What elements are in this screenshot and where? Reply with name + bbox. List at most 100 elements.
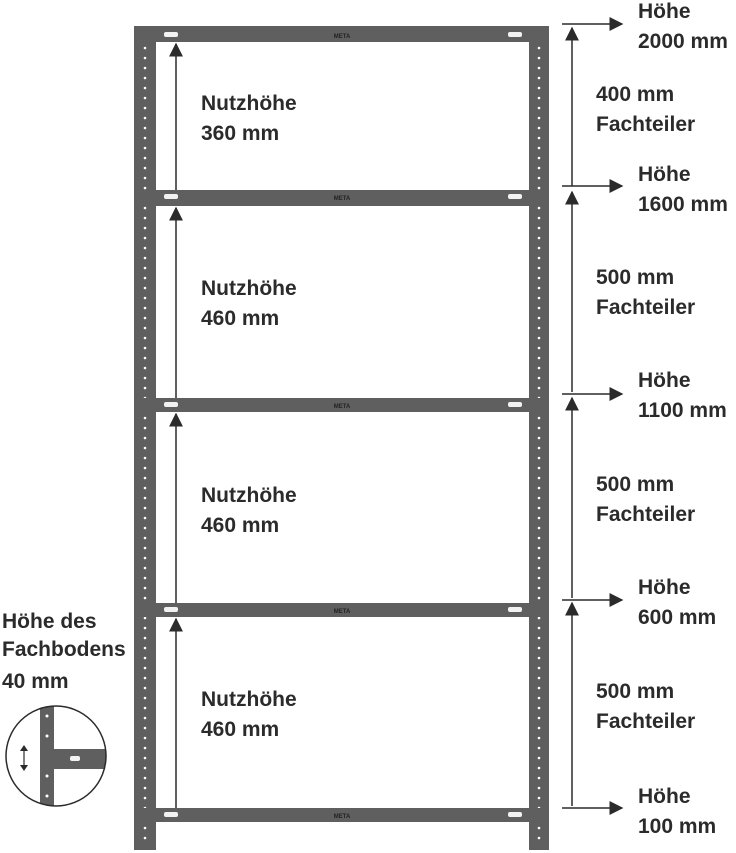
upright-hole <box>143 156 147 160</box>
upright-hole <box>537 216 541 220</box>
detail-label-line-1: Höhe des <box>2 610 97 633</box>
height-value-3: 1100 mm <box>638 399 727 422</box>
upright-hole <box>537 546 541 550</box>
upright-hole <box>537 786 541 790</box>
upright-hole <box>537 376 541 380</box>
upright-hole <box>537 336 541 340</box>
upright-hole <box>537 106 541 110</box>
upright-hole <box>537 636 541 640</box>
upright-hole <box>143 136 147 140</box>
upright-hole <box>143 446 147 450</box>
upright-hole <box>143 686 147 690</box>
upright-hole <box>143 356 147 360</box>
upright-hole <box>143 276 147 280</box>
upright-hole <box>537 76 541 80</box>
usable-height-label-1: Nutzhöhe <box>201 92 297 115</box>
upright-hole <box>537 246 541 250</box>
pitch-value-3: 500 mm <box>596 473 674 496</box>
upright-hole <box>143 546 147 550</box>
upright-hole <box>143 366 147 370</box>
upright-hole <box>143 326 147 330</box>
upright-hole <box>537 126 541 130</box>
pitch-value-2: 500 mm <box>596 266 674 289</box>
upright-hole <box>143 536 147 540</box>
shelf-brand-3: META <box>334 404 351 410</box>
upright-hole <box>537 356 541 360</box>
upright-hole <box>143 166 147 170</box>
shelf-4: META <box>134 603 549 617</box>
upright-hole <box>537 716 541 720</box>
upright-hole <box>537 726 541 730</box>
height-value-2: 1600 mm <box>638 193 728 216</box>
upright-hole <box>143 756 147 760</box>
detail-label-line-3: 40 mm <box>2 670 69 693</box>
upright-hole <box>143 296 147 300</box>
upright-hole <box>143 96 147 100</box>
upright-hole <box>143 466 147 470</box>
upright-hole <box>537 486 541 490</box>
upright-hole <box>143 676 147 680</box>
upright-hole <box>143 766 147 770</box>
upright-hole <box>537 596 541 600</box>
upright-hole <box>537 616 541 620</box>
upright-hole <box>537 186 541 190</box>
upright-hole <box>537 316 541 320</box>
height-label-4: Höhe <box>638 576 691 599</box>
shelf-brand-4: META <box>334 609 351 615</box>
upright-hole <box>537 366 541 370</box>
upright-hole <box>143 186 147 190</box>
pitch-label-4: Fachteiler <box>596 710 695 733</box>
upright-hole <box>143 526 147 530</box>
upright-hole <box>143 786 147 790</box>
upright-hole <box>537 646 541 650</box>
upright-hole <box>537 766 541 770</box>
upright-hole <box>143 376 147 380</box>
upright-hole <box>537 306 541 310</box>
upright-hole <box>537 476 541 480</box>
upright-hole <box>143 416 147 420</box>
shelf-thickness-detail <box>5 705 107 807</box>
usable-height-label-4: Nutzhöhe <box>201 688 297 711</box>
upright-hole <box>537 226 541 230</box>
height-label-2: Höhe <box>638 163 691 186</box>
upright-hole <box>537 566 541 570</box>
upright-hole <box>143 226 147 230</box>
upright-hole <box>537 286 541 290</box>
upright-hole <box>537 746 541 750</box>
upright-hole <box>143 216 147 220</box>
upright-hole <box>537 686 541 690</box>
upright-hole <box>537 626 541 630</box>
height-label-3: Höhe <box>638 369 691 392</box>
upright-hole <box>537 206 541 210</box>
upright-hole <box>143 516 147 520</box>
upright-hole <box>143 556 147 560</box>
upright-hole <box>537 836 541 840</box>
upright-hole <box>537 446 541 450</box>
height-label-5: Höhe <box>638 785 691 808</box>
detail-label-line-2: Fachbodens <box>2 638 126 661</box>
upright-hole <box>537 116 541 120</box>
upright-hole <box>143 726 147 730</box>
upright-hole <box>143 826 147 830</box>
upright-hole <box>143 476 147 480</box>
shelf-brand-2: META <box>334 196 351 202</box>
upright-hole <box>143 46 147 50</box>
upright-hole <box>537 506 541 510</box>
upright-hole <box>143 506 147 510</box>
upright-hole <box>143 346 147 350</box>
upright-hole <box>537 556 541 560</box>
upright-hole <box>537 96 541 100</box>
upright-hole <box>143 616 147 620</box>
upright-hole <box>537 46 541 50</box>
shelf-5: META <box>134 808 549 822</box>
upright-hole <box>537 526 541 530</box>
upright-hole <box>537 276 541 280</box>
upright-hole <box>143 316 147 320</box>
upright-hole <box>143 266 147 270</box>
shelf-2: META <box>134 190 549 206</box>
usable-height-value-4: 460 mm <box>201 718 279 741</box>
upright-hole <box>537 496 541 500</box>
upright-hole <box>143 636 147 640</box>
usable-height-label-3: Nutzhöhe <box>201 484 297 507</box>
